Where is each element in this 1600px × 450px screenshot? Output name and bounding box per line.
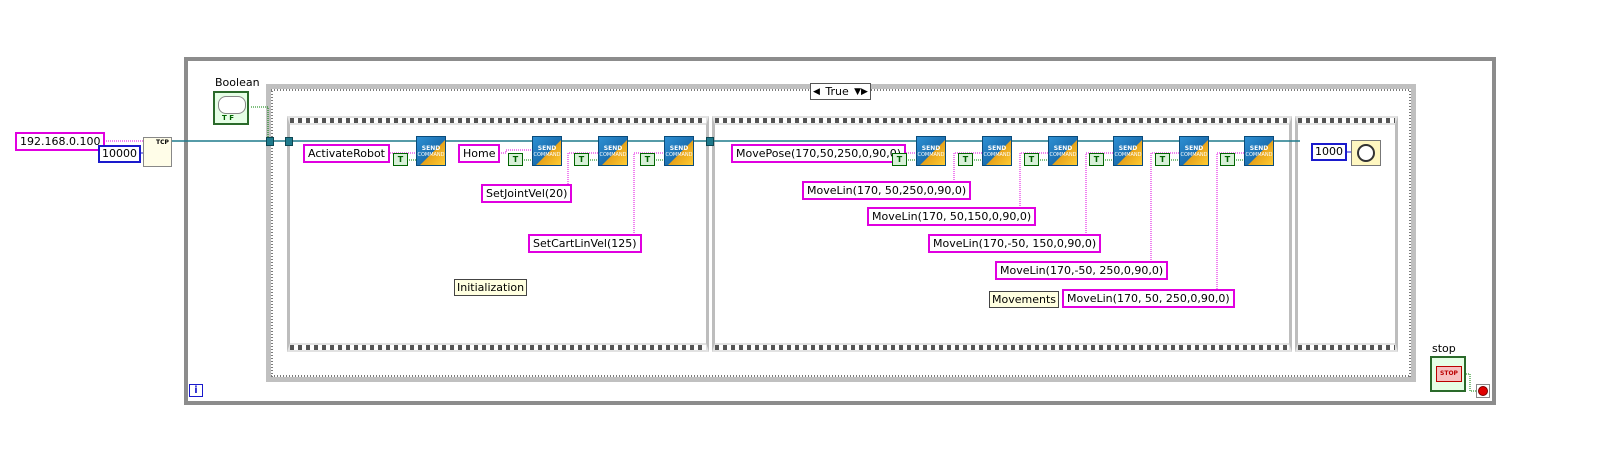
true-constant[interactable]: T — [1089, 153, 1104, 166]
true-constant[interactable]: T — [640, 153, 655, 166]
command-movepose[interactable]: MovePose(170,50,250,0,90,0) — [731, 144, 907, 163]
true-constant[interactable]: T — [1024, 153, 1039, 166]
true-constant[interactable]: T — [1155, 153, 1170, 166]
wait-ms-vi[interactable] — [1351, 140, 1381, 166]
case-selector-value: True — [825, 85, 849, 98]
stop-button-face: STOP — [1436, 366, 1462, 382]
wait-ms-constant[interactable]: 1000 — [1311, 143, 1347, 161]
true-constant[interactable]: T — [508, 153, 523, 166]
true-constant[interactable]: T — [1220, 153, 1235, 166]
command-movelin-4[interactable]: MoveLin(170,-50, 250,0,90,0) — [995, 261, 1169, 280]
toggle-icon — [218, 96, 246, 114]
boolean-label: Boolean — [215, 76, 260, 89]
command-activaterobot[interactable]: ActivateRobot — [303, 144, 390, 163]
iteration-terminal: i — [189, 384, 203, 397]
movements-label: Movements — [989, 291, 1059, 308]
case-selector[interactable]: ◀ True ▼▶ — [810, 83, 871, 100]
stop-button-control[interactable]: STOP — [1430, 356, 1466, 392]
sequence-tunnel-1 — [285, 137, 293, 146]
command-setcartlinvel[interactable]: SetCartLinVel(125) — [528, 234, 642, 253]
case-tunnel-in — [266, 137, 274, 146]
loop-condition-terminal — [1476, 384, 1490, 398]
true-constant[interactable]: T — [958, 153, 973, 166]
command-setjointvel[interactable]: SetJointVel(20) — [481, 184, 573, 203]
command-movelin-1[interactable]: MoveLin(170, 50,250,0,90,0) — [802, 181, 972, 200]
boolean-tf-text: T F — [222, 114, 234, 122]
tcp-open-connection-vi[interactable]: TCP — [143, 137, 172, 167]
sequence-tunnel-2 — [706, 137, 714, 146]
true-constant[interactable]: T — [892, 153, 907, 166]
command-movelin-3[interactable]: MoveLin(170,-50, 150,0,90,0) — [928, 234, 1102, 253]
stop-condition-icon — [1478, 386, 1488, 396]
case-prev-arrow-icon[interactable]: ◀ — [813, 86, 820, 97]
timeout-constant[interactable]: 10000 — [98, 145, 141, 163]
command-movelin-2[interactable]: MoveLin(170, 50,150,0,90,0) — [867, 207, 1037, 226]
command-home[interactable]: Home — [458, 144, 501, 163]
boolean-control[interactable]: T F — [213, 91, 249, 125]
true-constant[interactable]: T — [393, 153, 408, 166]
case-next-arrow-icon[interactable]: ▼▶ — [854, 86, 868, 97]
clock-icon — [1357, 144, 1375, 162]
command-movelin-5[interactable]: MoveLin(170, 50, 250,0,90,0) — [1062, 289, 1235, 308]
tcp-icon-caption: TCP — [156, 139, 169, 146]
stop-label: stop — [1432, 342, 1456, 355]
ip-address-constant[interactable]: 192.168.0.100 — [15, 132, 106, 151]
true-constant[interactable]: T — [574, 153, 589, 166]
initialization-label: Initialization — [454, 279, 528, 296]
while-loop — [184, 57, 1496, 405]
